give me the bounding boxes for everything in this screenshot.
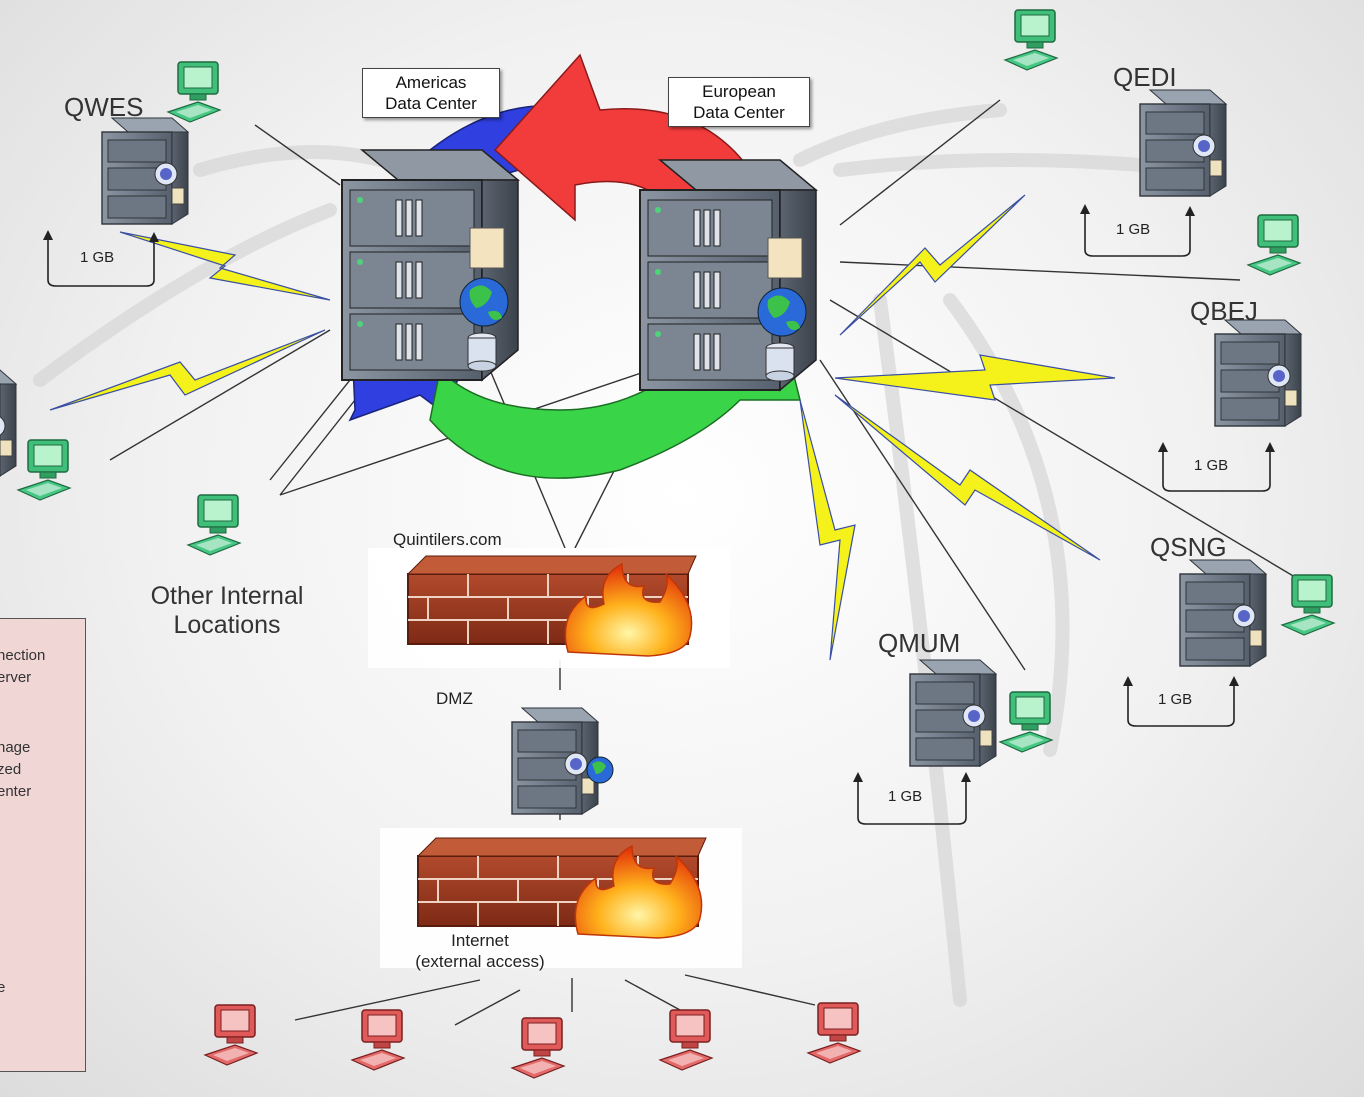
americas-dc-label: Americas Data Center [362,68,500,118]
qsng-link-speed: 1 GB [1158,691,1193,708]
internet-line2: (external access) [415,952,545,971]
qsng-workstation-icon [1281,574,1335,636]
legend-line-4: zed [0,761,22,778]
dmz-label: DMZ [436,689,473,708]
site-qedi-name: QEDI [1113,62,1177,92]
legend-line-3: nage [0,739,31,756]
site-qwes-name: QWES [64,92,144,122]
link-arrowheads [43,204,1275,782]
wan-link-qwes [119,231,331,301]
european-dc-line2: Data Center [693,103,785,122]
legend-line-2: erver [0,669,32,686]
site-qmum-name: QMUM [878,628,961,658]
qmum-link-speed: 1 GB [888,788,923,805]
external-workstation-4-icon [659,1009,713,1071]
qedi-link-speed: 1 GB [1116,221,1151,238]
site-qsng-name: QSNG [1150,532,1227,562]
qmum-workstation-icon [999,691,1053,753]
european-dc-line1: European [702,82,776,101]
other-internal-workstation-icon [187,494,241,556]
qwes-rack-icon [101,117,189,225]
other-internal-label: Other Internal Locations [136,582,318,640]
west-rack-icon [0,369,17,477]
internet-line1: Internet [451,931,509,950]
qedi-workstation-icon [1004,9,1058,71]
link-loops [47,210,1271,825]
qedi-rack-icon [1139,89,1227,197]
european-dc-label: European Data Center [668,77,810,127]
wan-link-west [49,329,326,411]
external-workstation-5-icon [807,1002,861,1064]
wan-link-qbej [834,354,1116,401]
wan-links [49,194,1116,661]
legend-line-1: nection [0,647,46,664]
european-server-icon [639,159,817,391]
west-workstation-icon [17,439,71,501]
wan-link-qsng [834,394,1101,561]
qbej-link-speed: 1 GB [1194,457,1229,474]
other-internal-line2: Locations [173,611,281,639]
americas-dc-line1: Americas [395,73,467,92]
qwes-workstation-icon [167,61,221,123]
site-qbej-name: QBEJ [1190,296,1258,326]
qbej-rack-icon [1214,319,1302,427]
qsng-rack-icon [1179,559,1267,667]
external-workstation-3-icon [511,1017,565,1079]
dmz-server-icon [511,707,614,815]
firewall-top-label: Quintilers.com [393,530,502,549]
americas-dc-line2: Data Center [385,94,477,113]
wan-link-qedi [839,194,1026,336]
dmz-firewall-top-icon [407,555,697,657]
legend-line-6: e [0,977,5,999]
legend-panel: nection erver nage zed enter e [0,618,86,1072]
external-workstation-1-icon [204,1004,258,1066]
qmum-rack-icon [909,659,997,767]
internet-firewall-icon [417,837,707,939]
external-workstation-2-icon [351,1009,405,1071]
americas-server-icon [341,149,519,381]
internet-label: Internet (external access) [405,930,555,972]
qbej-workstation-icon [1247,214,1301,276]
qwes-link-speed: 1 GB [80,249,115,266]
wan-link-qmum [799,399,856,661]
legend-line-5: enter [0,783,32,800]
other-internal-line1: Other Internal [150,582,304,610]
